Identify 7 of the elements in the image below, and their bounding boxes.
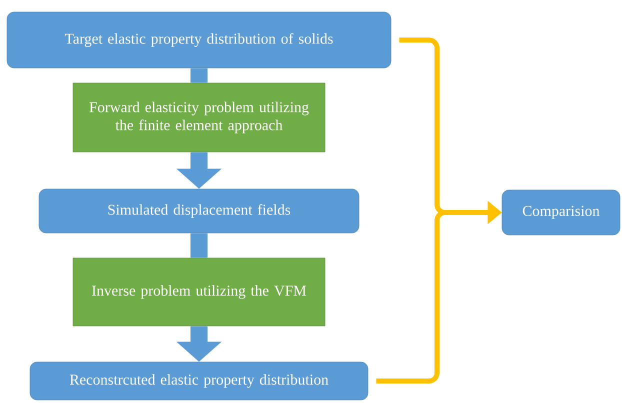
connector-bar	[190, 233, 208, 258]
process-box: Forward elasticity problem utilizing the finite element approach	[72, 82, 326, 152]
rounded-box: Target elastic property distribution of solids	[6, 12, 392, 68]
rounded-box: Comparision	[502, 190, 620, 236]
process-box: Inverse problem utilizing the VFM	[72, 258, 326, 326]
rounded-box: Reconstrcuted elastic property distribution	[30, 362, 368, 400]
connector-bar	[190, 68, 208, 83]
